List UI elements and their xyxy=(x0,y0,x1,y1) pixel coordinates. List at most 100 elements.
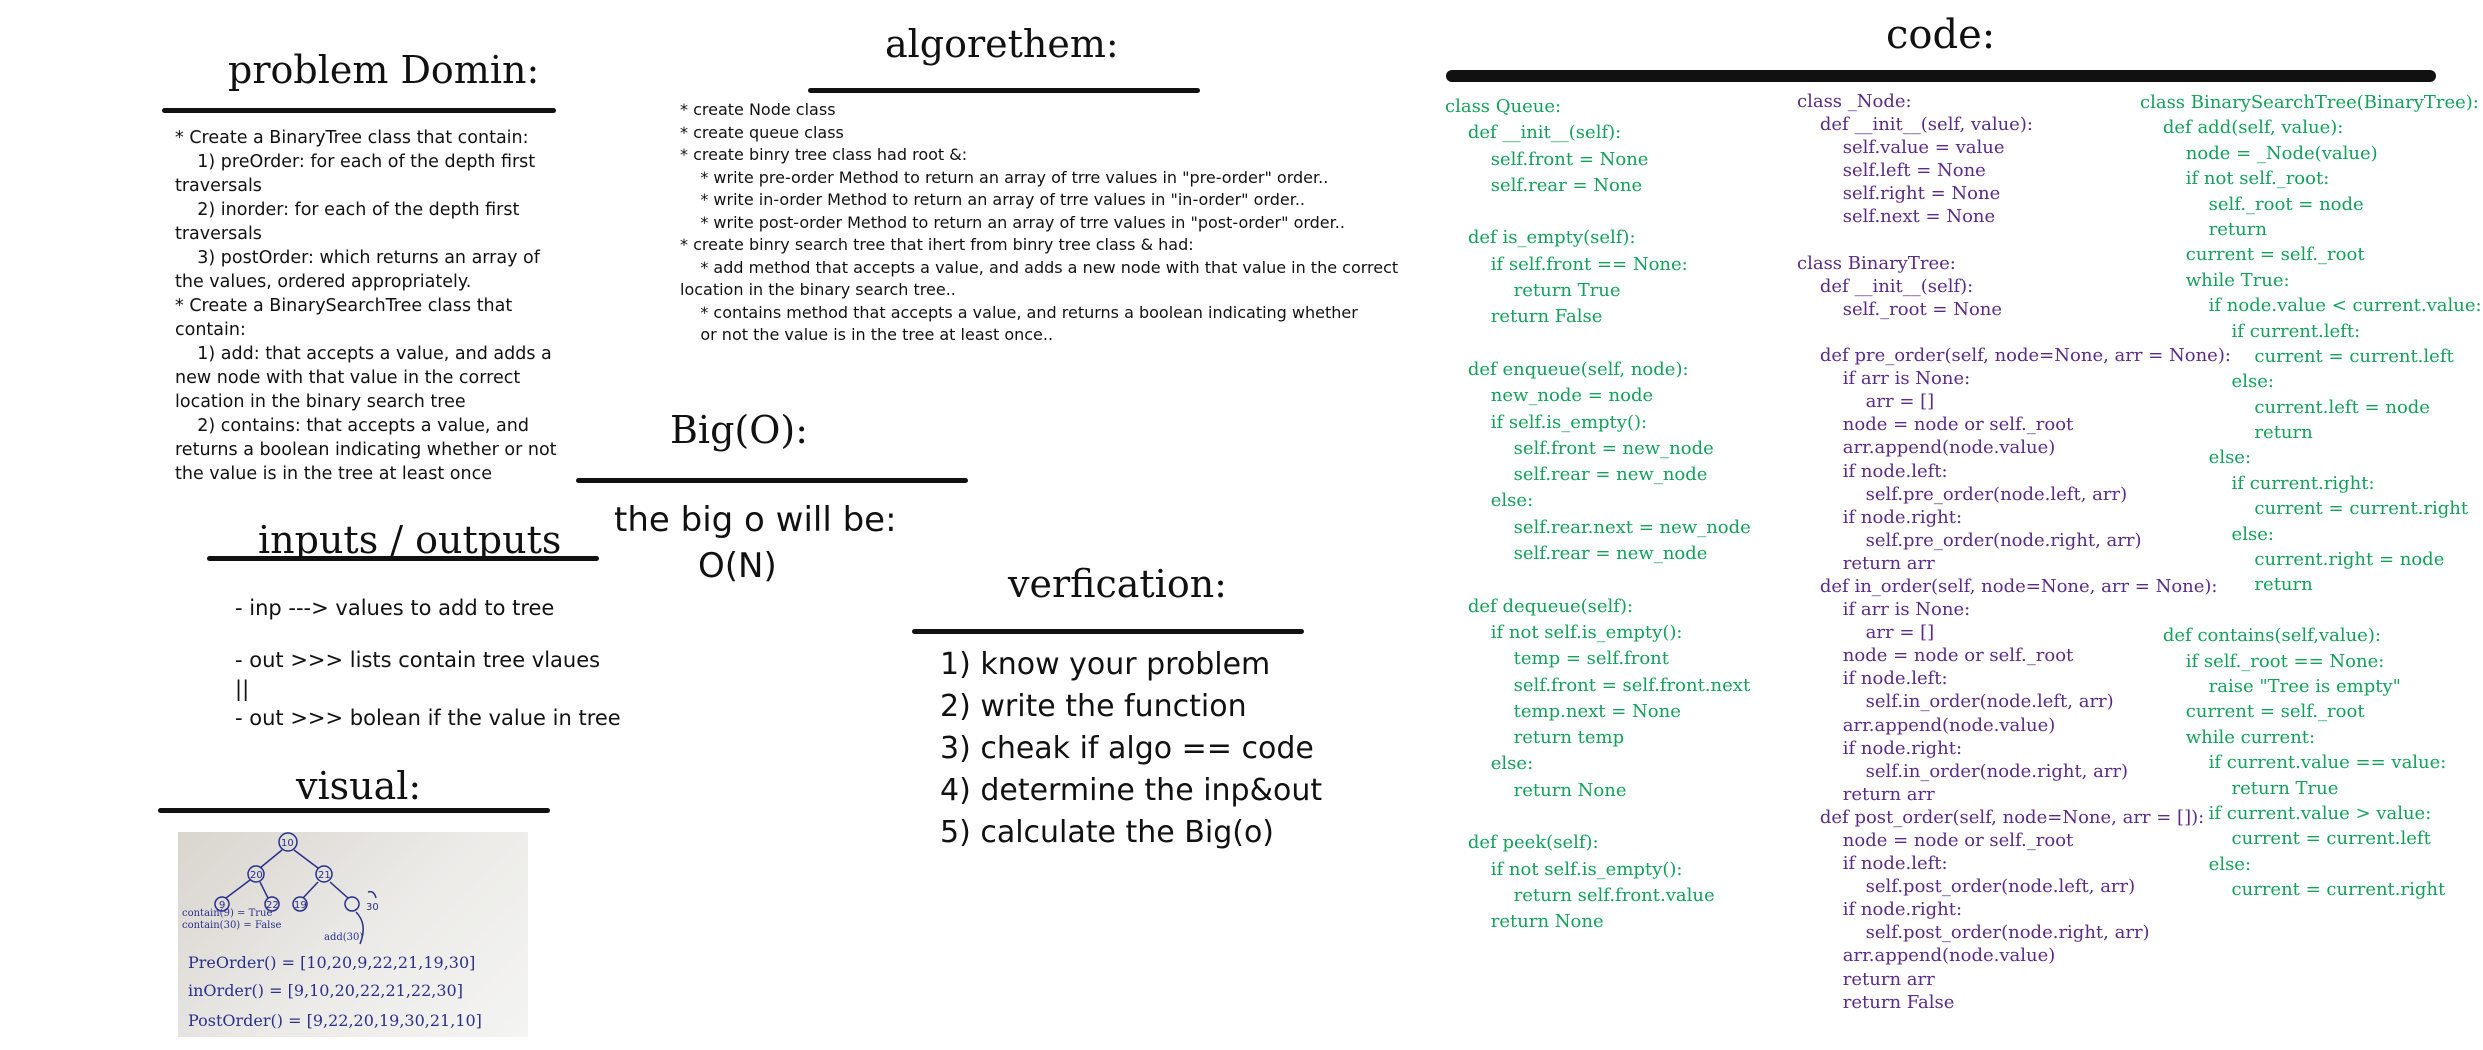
algorithm-line: * create Node class xyxy=(680,100,836,119)
tree-node xyxy=(344,896,360,912)
problem-domain-underline xyxy=(162,108,556,113)
algorithm-line: location in the binary search tree.. xyxy=(680,280,956,299)
code-line: else: xyxy=(2140,853,2252,875)
code-line: def add(self, value): xyxy=(2140,117,2344,139)
code-line: class BinaryTree: xyxy=(1797,252,1956,274)
algorithm-line: * write in-order Method to return an arr… xyxy=(680,190,1305,209)
code-line xyxy=(1445,199,1751,225)
algorithm-heading: algorethem: xyxy=(885,22,1119,66)
code-column-binary-search-tree: class BinarySearchTree(BinaryTree): def … xyxy=(2140,90,2480,903)
code-line: if arr is None: xyxy=(1797,368,1971,390)
add-note: add(30) xyxy=(324,932,363,943)
code-line: node = node or self._root xyxy=(1797,414,2074,436)
code-line: class _Node: xyxy=(1797,91,1912,112)
preorder-note: PreOrder() = [10,20,9,22,21,19,30] xyxy=(188,953,475,972)
code-line: self.post_order(node.right, arr) xyxy=(1797,922,2150,944)
code-line: def pre_order(self, node=None, arr = Non… xyxy=(1797,345,2231,367)
code-line: self.front = new_node xyxy=(1445,437,1714,459)
code-line: class Queue: xyxy=(1445,96,1562,117)
code-line: if arr is None: xyxy=(1797,599,1971,621)
algorithm-line: * create queue class xyxy=(680,122,844,142)
code-line: current = current.right xyxy=(2140,879,2446,901)
code-line: self.front = None xyxy=(1445,148,1649,170)
code-line: return arr xyxy=(1797,783,1935,805)
code-line: def contains(self,value): xyxy=(2140,625,2381,647)
contain-false-note: contain(30) = False xyxy=(182,920,281,931)
algorithm-line: * add method that accepts a value, and a… xyxy=(680,257,1399,277)
code-line: if current.right: xyxy=(2140,472,2375,494)
code-line: return None xyxy=(1445,911,1604,933)
visual-underline xyxy=(158,808,550,813)
code-line: return self.front.value xyxy=(1445,884,1715,906)
code-line: while current: xyxy=(2140,726,2316,748)
code-line: self.rear = new_node xyxy=(1445,464,1708,486)
tree-node xyxy=(214,896,230,912)
postorder-note: PostOrder() = [9,22,20,19,30,21,10] xyxy=(188,1011,482,1030)
tree-node-label: 22 xyxy=(266,900,279,911)
contain-true-note: contain(9) = True xyxy=(182,908,272,919)
verification-heading: verfication: xyxy=(1008,562,1227,606)
code-line: def is_empty(self): xyxy=(1445,227,1636,249)
code-line: node = node or self._root xyxy=(1797,645,2074,667)
code-line: self.rear = None xyxy=(1445,174,1643,196)
code-line: current = current.left xyxy=(2140,345,2454,367)
tree-node-label: 19 xyxy=(294,900,307,911)
code-line: if self.is_empty(): xyxy=(1445,411,1648,433)
code-line: return False xyxy=(1445,306,1603,328)
io-underline xyxy=(207,556,599,561)
algorithm-line: * create binry search tree that ihert fr… xyxy=(680,235,1194,254)
algorithm-line: * write pre-order Method to return an ar… xyxy=(680,167,1329,187)
code-line: else: xyxy=(2140,523,2274,545)
code-line: self.rear = new_node xyxy=(1445,543,1708,565)
io-line: - out >>> lists contain tree vlaues xyxy=(235,648,601,672)
code-line: if node.right: xyxy=(1797,737,1963,759)
code-line: self.right = None xyxy=(1797,183,2001,205)
tree-node-root xyxy=(278,832,298,852)
code-line: self.next = None xyxy=(1797,206,1996,228)
code-column-binary-tree: class _Node: def __init__(self, value): … xyxy=(1797,90,2231,1014)
code-line: def in_order(self, node=None, arr = None… xyxy=(1797,575,2218,597)
verification-underline xyxy=(912,629,1304,634)
tree-node-label: 20 xyxy=(250,870,263,881)
tree-sketch-photo: 10 20 21 9 22 19 30 contain(9) = True co… xyxy=(178,832,528,1037)
code-line: self.pre_order(node.right, arr) xyxy=(1797,529,2142,551)
algorithm-list: * create Node class * create queue class… xyxy=(680,99,1400,347)
io-line xyxy=(235,623,635,646)
code-line: self.in_order(node.right, arr) xyxy=(1797,760,2129,782)
code-line: raise "Tree is empty" xyxy=(2140,675,2401,697)
code-line: def __init__(self, value): xyxy=(1797,114,2033,136)
algorithm-line: * create binry tree class had root &: xyxy=(680,145,968,164)
code-line: node = _Node(value) xyxy=(2140,142,2378,164)
code-line: if not self.is_empty(): xyxy=(1445,858,1683,880)
code-line: self._root = None xyxy=(1797,298,2003,320)
code-line: class BinarySearchTree(BinaryTree): xyxy=(2140,92,2479,113)
code-line: self.rear.next = new_node xyxy=(1445,516,1751,538)
code-line: arr.append(node.value) xyxy=(1797,437,2056,459)
tree-node xyxy=(247,865,265,883)
code-line: if node.left: xyxy=(1797,668,1948,690)
code-line: return xyxy=(2140,574,2313,596)
code-line: current = current.left xyxy=(2140,828,2431,850)
code-line: if current.value == value: xyxy=(2140,752,2447,774)
code-line: return arr xyxy=(1797,552,1935,574)
code-line: def peek(self): xyxy=(1445,832,1599,854)
code-line: def __init__(self): xyxy=(1797,275,1974,297)
code-line: temp = self.front xyxy=(1445,648,1669,670)
tree-node-label: 21 xyxy=(318,870,331,881)
verification-step: 1) know your problem xyxy=(940,647,1271,682)
code-line: if node.left: xyxy=(1797,460,1948,482)
inorder-note: inOrder() = [9,10,20,22,21,22,30] xyxy=(188,981,463,1000)
code-line: self.in_order(node.left, arr) xyxy=(1797,691,2114,713)
tree-sketch-drawing: 10 20 21 9 22 19 30 contain(9) = True co… xyxy=(182,832,482,1030)
code-line: return True xyxy=(1445,280,1621,302)
code-line: self.front = self.front.next xyxy=(1445,674,1751,696)
tree-added-node-label: 30 xyxy=(366,902,379,913)
code-line: arr.append(node.value) xyxy=(1797,945,2056,967)
code-line: node = node or self._root xyxy=(1797,830,2074,851)
code-line xyxy=(2140,598,2480,623)
verification-step: 3) cheak if algo == code xyxy=(940,731,1314,766)
code-line xyxy=(1445,331,1751,357)
code-line: else: xyxy=(2140,447,2252,469)
algorithm-line: or not the value is in the tree at least… xyxy=(680,325,1054,344)
code-line: if node.right: xyxy=(1797,899,1963,921)
